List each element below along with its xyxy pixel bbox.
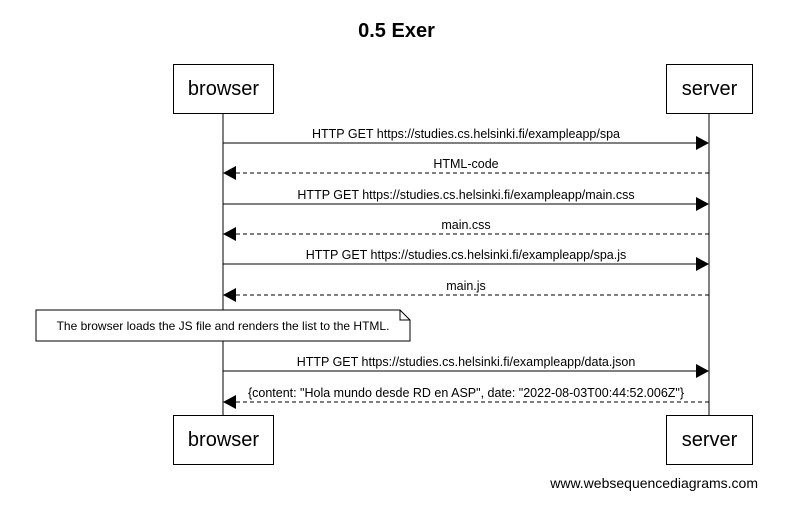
message-label: HTTP GET https://studies.cs.helsinki.fi/… <box>306 248 627 262</box>
message-8: {content: "Hola mundo desde RD en ASP", … <box>223 386 709 409</box>
arrowhead-icon <box>223 227 236 241</box>
message-label: HTTP GET https://studies.cs.helsinki.fi/… <box>312 127 620 141</box>
arrowhead-icon <box>696 257 709 271</box>
participant-server-bottom: server <box>666 415 753 465</box>
participant-browser-bottom: browser <box>173 415 274 465</box>
arrowhead-icon <box>223 166 236 180</box>
arrowhead-icon <box>696 136 709 150</box>
message-5: HTTP GET https://studies.cs.helsinki.fi/… <box>223 248 709 271</box>
note-box <box>35 309 411 342</box>
diagram-title: 0.5 Exer <box>358 20 435 42</box>
message-label: main.js <box>446 279 486 293</box>
note-layer: The browser loads the JS file and render… <box>35 309 411 342</box>
message-label: HTTP GET https://studies.cs.helsinki.fi/… <box>297 355 636 369</box>
participant-server-top: server <box>666 64 753 114</box>
watermark: www.websequencediagrams.com <box>550 475 758 491</box>
message-3: HTTP GET https://studies.cs.helsinki.fi/… <box>223 188 709 211</box>
arrowhead-icon <box>696 197 709 211</box>
message-label: HTTP GET https://studies.cs.helsinki.fi/… <box>297 188 634 202</box>
messages-layer: HTTP GET https://studies.cs.helsinki.fi/… <box>223 127 709 409</box>
arrowhead-icon <box>223 395 236 409</box>
participant-browser-top: browser <box>173 64 274 114</box>
message-6: main.js <box>223 279 709 302</box>
message-4: main.css <box>223 218 709 241</box>
message-label: {content: "Hola mundo desde RD en ASP", … <box>248 386 684 400</box>
note-text: The browser loads the JS file and render… <box>57 319 390 333</box>
message-1: HTTP GET https://studies.cs.helsinki.fi/… <box>223 127 709 150</box>
message-7: HTTP GET https://studies.cs.helsinki.fi/… <box>223 355 709 378</box>
message-label: HTML-code <box>433 157 498 171</box>
note-fold <box>399 310 410 321</box>
message-2: HTML-code <box>223 157 709 180</box>
arrowhead-icon <box>696 364 709 378</box>
message-label: main.css <box>441 218 490 232</box>
arrowhead-icon <box>223 288 236 302</box>
